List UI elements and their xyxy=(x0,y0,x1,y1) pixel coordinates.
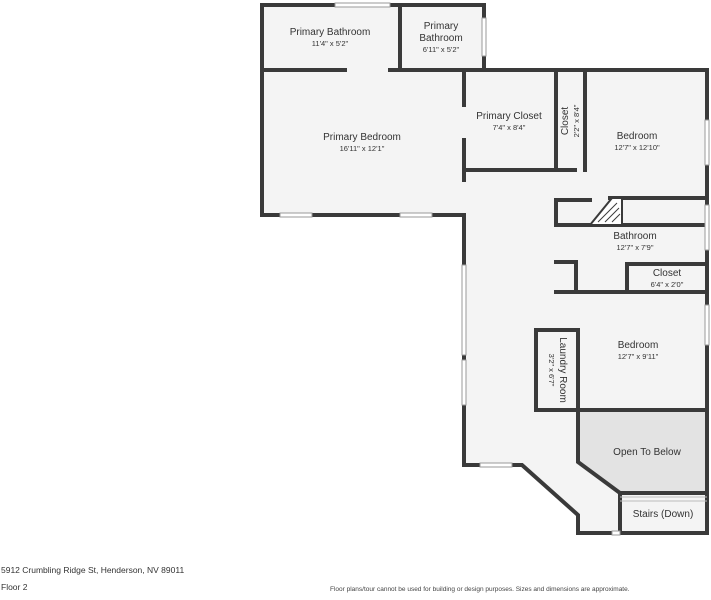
room-name: Primary Bedroom xyxy=(323,132,401,143)
room-dims: 11'4" x 5'2" xyxy=(312,39,349,48)
room-name: Primary Closet xyxy=(476,111,542,122)
room-dims: 12'7" x 12'10" xyxy=(614,143,660,152)
room-dims: 6'4" x 2'0" xyxy=(651,280,684,289)
room-name: Closet xyxy=(560,107,571,136)
room-name: Laundry Room xyxy=(557,337,568,403)
room-name: Bedroom xyxy=(618,340,659,351)
room-bedroom-bottom: Bedroom 12'7" x 9'11" xyxy=(618,340,659,361)
stair-treads xyxy=(620,496,707,502)
room-dims: 12'7" x 7'9" xyxy=(617,243,654,252)
room-name: Bathroom xyxy=(419,33,462,44)
room-laundry: Laundry Room 3'2" x 6'7" xyxy=(547,337,568,403)
room-name: Bedroom xyxy=(617,131,658,142)
floor-label: Floor 2 xyxy=(1,582,28,592)
walls xyxy=(260,3,709,535)
room-closet-small: Closet 2'2" x 8'4" xyxy=(560,104,581,137)
room-primary-bedroom: Primary Bedroom 16'11" x 12'1" xyxy=(323,132,401,153)
hatch-lines xyxy=(597,202,621,223)
room-primary-bathroom-2: Primary Bathroom 6'11" x 5'2" xyxy=(419,21,462,54)
room-primary-bathroom-1: Primary Bathroom 11'4" x 5'2" xyxy=(290,27,371,48)
room-dims: 6'11" x 5'2" xyxy=(423,45,460,54)
room-dims: 2'2" x 8'4" xyxy=(572,104,581,137)
stairs-label: Stairs (Down) xyxy=(633,509,694,520)
disclaimer: Floor plans/tour cannot be used for buil… xyxy=(330,586,630,593)
room-dims: 3'2" x 6'7" xyxy=(547,354,556,387)
room-closet-mid: Closet 6'4" x 2'0" xyxy=(651,268,684,289)
property-address: 5912 Crumbling Ridge St, Henderson, NV 8… xyxy=(1,565,185,575)
floor-plan: Primary Bathroom 11'4" x 5'2" Primary Ba… xyxy=(260,2,710,536)
open-to-below-label: Open To Below xyxy=(613,447,681,458)
room-name: Closet xyxy=(653,268,682,279)
room-name: Bathroom xyxy=(613,231,656,242)
room-dims: 16'11" x 12'1" xyxy=(340,144,385,153)
room-primary-closet: Primary Closet 7'4" x 8'4" xyxy=(476,111,542,132)
windows xyxy=(279,2,710,536)
open-to-below-area xyxy=(580,410,707,493)
room-bedroom-top: Bedroom 12'7" x 12'10" xyxy=(614,131,660,152)
room-bathroom: Bathroom 12'7" x 7'9" xyxy=(613,231,656,252)
room-name: Primary Bathroom xyxy=(290,27,371,38)
room-dims: 12'7" x 9'11" xyxy=(618,352,659,361)
room-dims: 7'4" x 8'4" xyxy=(493,123,526,132)
fireplace-hatch xyxy=(587,197,623,226)
room-name: Primary xyxy=(424,21,458,32)
